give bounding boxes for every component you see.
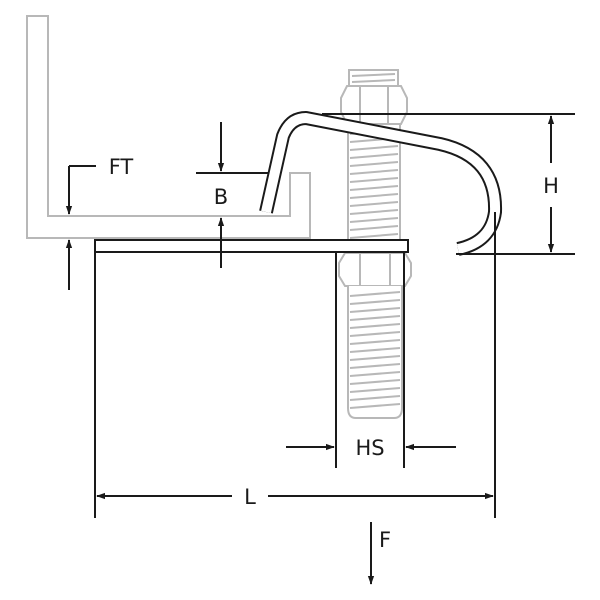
dimension-hs: HS (286, 436, 456, 460)
thread-line (349, 193, 399, 199)
thread-line (349, 169, 399, 175)
thread-line (349, 339, 401, 345)
thread-line (349, 177, 399, 183)
flange-thickness-label: FT (109, 155, 134, 179)
thread-line (349, 355, 401, 361)
thread-line (349, 145, 399, 151)
thread-line (349, 331, 401, 337)
top-nut (340, 85, 408, 125)
force-label: F (379, 528, 391, 552)
thread-line (349, 395, 401, 401)
thread-line (349, 363, 401, 369)
thread-line (349, 225, 399, 231)
beam-clearance-label: B (214, 185, 228, 209)
force-indicator: F (367, 522, 391, 585)
thread-line (349, 209, 399, 215)
thread-line (349, 387, 401, 393)
base-plate (94, 239, 409, 253)
thread-line (349, 291, 401, 297)
thread-line (349, 201, 399, 207)
length-label: L (244, 485, 256, 509)
thread-line (349, 185, 399, 191)
hole-size-label: HS (355, 436, 384, 460)
thread-line (349, 403, 401, 409)
dimension-b: B (214, 122, 228, 268)
thread-line (349, 161, 399, 167)
dimension-l: L (96, 485, 494, 509)
thread-line (349, 233, 399, 239)
height-label: H (543, 174, 559, 198)
thread-line (349, 347, 401, 353)
thread-line (349, 323, 401, 329)
j-hook (259, 111, 503, 256)
thread-line (349, 315, 401, 321)
bottom-nut (338, 252, 412, 287)
thread-line (349, 307, 401, 313)
thread-line (349, 371, 401, 377)
thread-line (349, 153, 399, 159)
rod-lower-threads (349, 291, 401, 409)
dimension-h: H (543, 115, 559, 253)
thread-line (349, 217, 399, 223)
beam-flange (26, 15, 311, 239)
thread-line (349, 379, 401, 385)
dimension-ft: FT (65, 155, 134, 290)
threaded-rod (338, 69, 412, 419)
extension-lines (94, 113, 575, 518)
thread-line (349, 299, 401, 305)
